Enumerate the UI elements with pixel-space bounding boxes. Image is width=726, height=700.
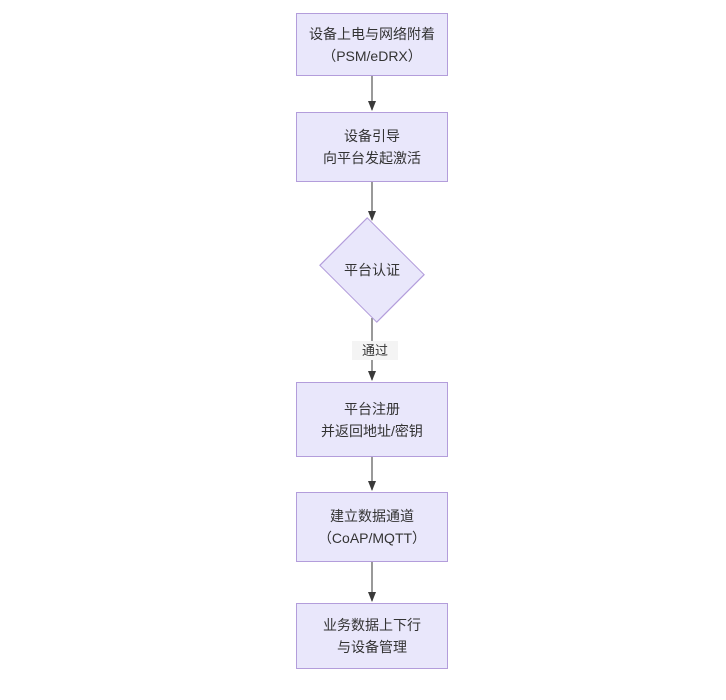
edge-label-pass: 通过 — [352, 341, 398, 360]
node-establish-data-channel[interactable]: 建立数据通道 （CoAP/MQTT） — [296, 492, 448, 562]
node-business-data-and-device-management[interactable]: 业务数据上下行 与设备管理 — [296, 603, 448, 669]
node-label-line: （PSM/eDRX） — [322, 47, 422, 64]
node-device-bootstrap[interactable]: 设备引导 向平台发起激活 — [296, 112, 448, 182]
node-label-line: 设备引导 — [344, 128, 400, 144]
node-label-line: 并返回地址/密钥 — [321, 422, 423, 439]
edge-label-text: 通过 — [361, 343, 388, 358]
node-label-line: 平台认证 — [344, 262, 400, 278]
node-platform-authentication[interactable]: 平台认证 — [314, 217, 430, 323]
node-label-line: （CoAP/MQTT） — [317, 530, 427, 546]
node-label-line: 与设备管理 — [337, 639, 407, 655]
node-device-power-on[interactable]: 设备上电与网络附着 （PSM/eDRX） — [296, 13, 448, 76]
node-label-line: 向平台发起激活 — [323, 150, 421, 166]
node-label-line: 业务数据上下行 — [323, 617, 421, 633]
node-label-line: 设备上电与网络附着 — [309, 25, 435, 42]
node-label-line: 平台注册 — [344, 400, 400, 417]
node-label-line: 建立数据通道 — [330, 508, 414, 524]
node-platform-registration[interactable]: 平台注册 并返回地址/密钥 — [296, 382, 448, 457]
